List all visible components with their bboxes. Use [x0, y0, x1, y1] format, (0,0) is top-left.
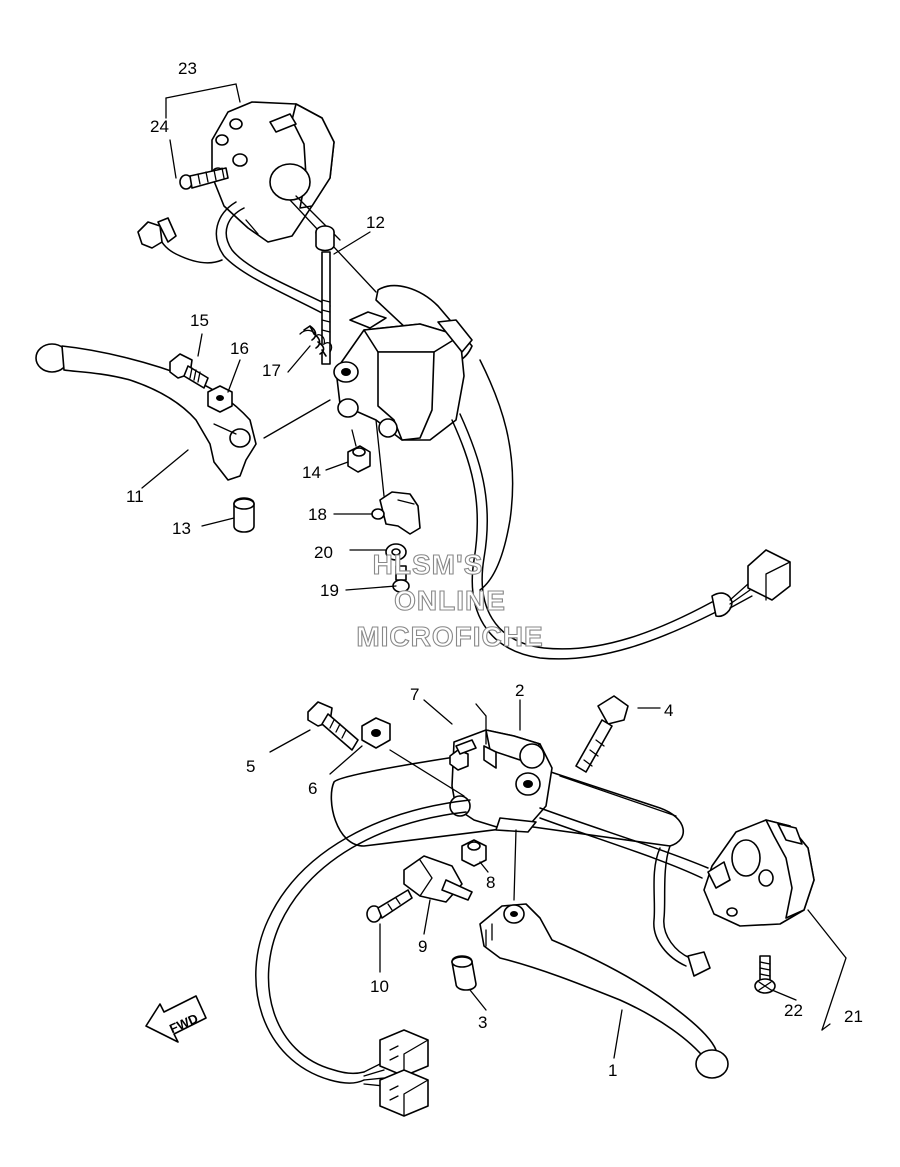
- right-switch-housing: [703, 819, 815, 927]
- lower-wiring: [255, 799, 711, 1117]
- fwd-arrow-icon: [145, 995, 207, 1043]
- callout-23: 23: [178, 59, 197, 78]
- callout-19: 19: [320, 581, 339, 600]
- brake-switch-18: [371, 491, 421, 535]
- collar-3: [451, 955, 477, 991]
- callout-1: 1: [608, 1061, 617, 1080]
- bolt-15: [169, 353, 209, 389]
- screw-7: [449, 739, 477, 771]
- clutch-bracket: [449, 729, 553, 833]
- callout-22: 22: [784, 1001, 803, 1020]
- callout-4: 4: [664, 701, 673, 720]
- watermark-line-3: MICROFICHE: [356, 621, 543, 652]
- collar-13: [233, 497, 255, 533]
- washer-20: [385, 543, 407, 561]
- callout-15: 15: [190, 311, 209, 330]
- callout-18: 18: [308, 505, 327, 524]
- master-cylinder: [333, 311, 473, 441]
- callout-21: 21: [844, 1007, 863, 1026]
- watermark-line-2: ONLINE: [394, 585, 506, 616]
- callout-6: 6: [308, 779, 317, 798]
- callout-11: 11: [126, 487, 144, 506]
- callout-12: 12: [366, 213, 385, 232]
- callout-10: 10: [370, 977, 389, 996]
- brake-lever-upper: [35, 343, 257, 481]
- callout-24: 24: [150, 117, 169, 136]
- nut-16: [207, 385, 233, 413]
- callout-16: 16: [230, 339, 249, 358]
- callout-14: 14: [302, 463, 321, 482]
- left-switch-housing: [211, 101, 335, 243]
- callout-9: 9: [418, 937, 427, 956]
- clutch-lever-lower: [479, 903, 729, 1079]
- watermark-line-1: HLSM'S: [373, 549, 484, 580]
- callout-13: 13: [172, 519, 191, 538]
- bolt-4: [575, 695, 629, 773]
- watermark: HLSM'S ONLINE MICROFICHE: [356, 548, 543, 652]
- screw-10: [366, 889, 413, 923]
- spring-17: [299, 325, 333, 357]
- bolt-5: [307, 701, 359, 751]
- upper-switch-wiring: [451, 359, 791, 660]
- callout-20: 20: [314, 543, 333, 562]
- clutch-switch-9: [403, 855, 473, 903]
- callout-8: 8: [486, 873, 495, 892]
- screw-19: [392, 565, 410, 593]
- nut-14: [347, 445, 371, 473]
- callout-labels: 1 2 3 4 5 6 7 8 9 10 11 12 13 14 15 16 1…: [126, 59, 863, 1080]
- nut-8: [461, 839, 487, 867]
- nut-6: [361, 717, 391, 749]
- leader-lines-upper: [141, 83, 397, 591]
- callout-5: 5: [246, 757, 255, 776]
- screw-22: [754, 955, 776, 994]
- left-switch-wiring: [137, 201, 331, 315]
- bolt-12: [315, 225, 335, 365]
- callout-2: 2: [515, 681, 524, 700]
- leader-lines-lower: [269, 699, 847, 1059]
- callout-3: 3: [478, 1013, 487, 1032]
- callout-17: 17: [262, 361, 281, 380]
- screw-24: [179, 167, 229, 190]
- callout-7: 7: [410, 685, 419, 704]
